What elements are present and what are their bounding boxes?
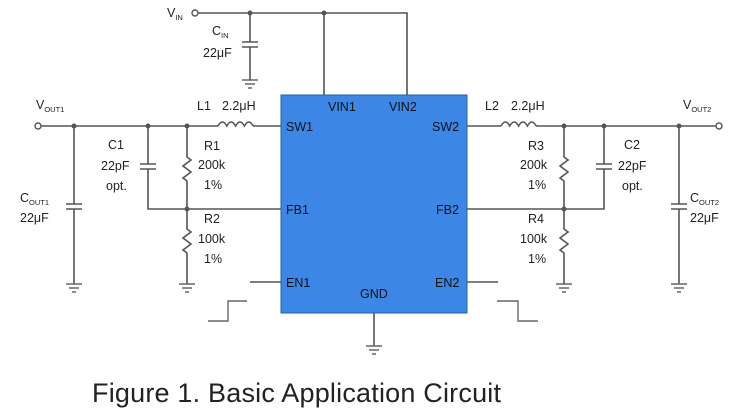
c1-value: 22pF: [101, 159, 130, 173]
pin-sw2: SW2: [432, 120, 459, 134]
pin-en2: EN2: [435, 276, 459, 290]
cout2-name: COUT2: [690, 191, 719, 207]
r1-value: 200k: [198, 158, 226, 172]
ic-ground: [366, 313, 382, 355]
c1-note: opt.: [106, 179, 127, 193]
r3-name: R3: [528, 139, 544, 153]
vin-network: [191, 9, 408, 95]
r2-value: 100k: [198, 232, 226, 246]
pin-fb1: FB1: [286, 203, 309, 217]
vout2-terminal: [715, 122, 723, 130]
cout2-value: 22μF: [690, 211, 719, 225]
pin-vin2: VIN2: [389, 100, 417, 114]
vin-terminal: [191, 9, 199, 17]
left-channel: [34, 121, 281, 322]
r1-name: R1: [204, 139, 220, 153]
r4-name: R4: [528, 212, 544, 226]
figure-caption: Figure 1. Basic Application Circuit: [92, 378, 502, 408]
c1-name: C1: [108, 138, 124, 152]
cout1-value: 22μF: [20, 211, 49, 225]
cout1-name: COUT1: [20, 191, 49, 207]
l1-name: L1: [197, 99, 211, 113]
ic-body: [280, 94, 468, 314]
pin-en1: EN1: [286, 276, 310, 290]
vin-label: VIN: [167, 6, 183, 22]
r2-name: R2: [204, 212, 220, 226]
en2-step-signal: [497, 300, 538, 322]
vout1-terminal: [34, 122, 42, 130]
cin-name: CIN: [212, 24, 229, 40]
r2-tol: 1%: [204, 252, 222, 266]
en1-step-signal: [208, 300, 247, 322]
c2-value: 22pF: [618, 159, 647, 173]
right-channel: [467, 121, 723, 322]
r3-tol: 1%: [528, 178, 546, 192]
pin-vin1: VIN1: [328, 100, 356, 114]
pin-gnd: GND: [360, 287, 388, 301]
l1-value: 2.2μH: [222, 99, 256, 113]
l2-name: L2: [485, 99, 499, 113]
pin-sw1: SW1: [286, 120, 313, 134]
r4-tol: 1%: [528, 252, 546, 266]
pin-fb2: FB2: [436, 203, 459, 217]
vout1-label: VOUT1: [36, 98, 64, 114]
vout2-label: VOUT2: [683, 98, 711, 114]
r3-value: 200k: [520, 158, 548, 172]
c2-note: opt.: [622, 179, 643, 193]
l2-value: 2.2μH: [511, 99, 545, 113]
r4-value: 100k: [520, 232, 548, 246]
cin-value: 22μF: [203, 46, 232, 60]
c2-name: C2: [624, 138, 640, 152]
r1-tol: 1%: [204, 178, 222, 192]
